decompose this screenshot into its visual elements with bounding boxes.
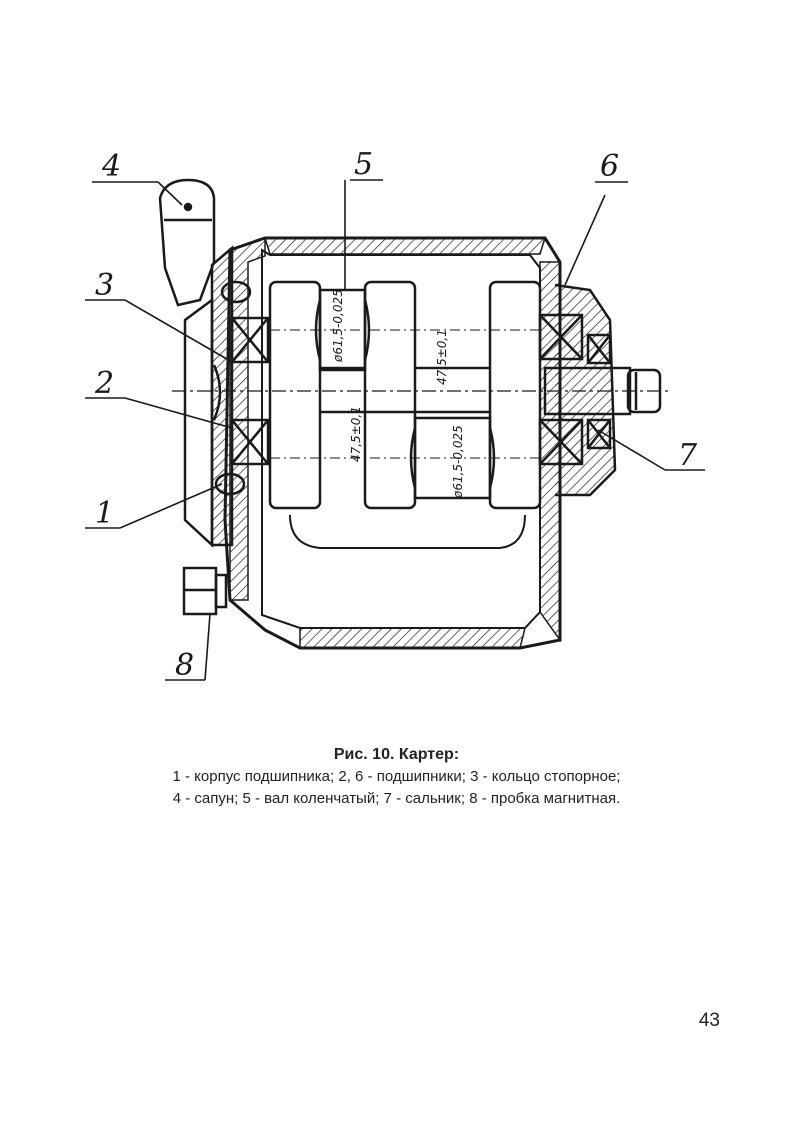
caption-legend-line-1: 1 - корпус подшипника; 2, 6 - подшипники… <box>172 768 621 785</box>
caption-title: Рис. 10. Картер: <box>333 746 460 763</box>
figure-caption: Рис. 10. Картер: 1 - корпус подшипника; … <box>60 744 733 810</box>
page-number: 43 <box>698 1010 720 1031</box>
breather <box>158 178 216 307</box>
crankshaft <box>268 280 542 510</box>
callout-3: 3 <box>95 268 114 303</box>
left-bearing-housing <box>183 245 270 548</box>
crankcase-drawing: 4 5 6 3 2 1 7 8 ø61,5-0,025 ø61,5-0,025 … <box>85 147 705 683</box>
magnetic-plug <box>182 566 228 616</box>
callout-5: 5 <box>354 147 373 182</box>
dimension-throw-2: 47,5±0,1 <box>349 406 363 462</box>
right-bearing-seat <box>538 283 617 497</box>
callout-4: 4 <box>101 149 121 184</box>
dimension-throw-1: 47,5±0,1 <box>435 329 449 385</box>
callout-1: 1 <box>95 496 114 531</box>
callout-7: 7 <box>678 438 698 473</box>
callout-6: 6 <box>600 149 619 184</box>
dimension-journal-2: ø61,5-0,025 <box>451 425 465 499</box>
dimension-journal-1: ø61,5-0,025 <box>331 289 345 363</box>
shaft-end <box>172 366 670 416</box>
caption-legend-line-2: 4 - сапун; 5 - вал коленчатый; 7 - сальн… <box>172 790 621 807</box>
leader-lines <box>85 179 705 681</box>
callout-8: 8 <box>175 648 194 683</box>
callout-2: 2 <box>94 366 114 401</box>
crankcase-housing <box>223 236 562 650</box>
